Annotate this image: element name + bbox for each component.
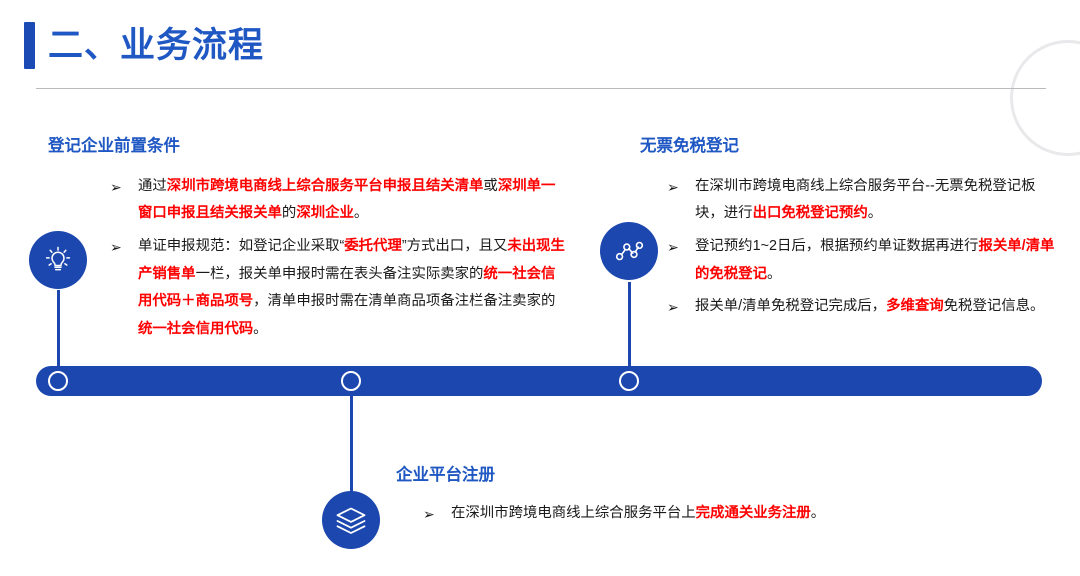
bullet-arrow-icon: ➢ bbox=[667, 178, 679, 195]
connector-stem-2 bbox=[350, 392, 353, 500]
bullet-arrow-icon: ➢ bbox=[110, 178, 122, 195]
timeline-node-2[interactable] bbox=[341, 371, 361, 391]
bullet-arrow-icon: ➢ bbox=[110, 239, 122, 256]
title-divider bbox=[36, 88, 1046, 89]
bullet-text: 单证申报规范：如登记企业采取“委托代理”方式出口，且又未出现生产销售单一栏，报关… bbox=[138, 238, 565, 338]
page-title-text: 二、业务流程 bbox=[48, 26, 265, 65]
bullet-list-right: ➢在深圳市跨境电商线上综合服务平台--无票免税登记板块，进行出口免税登记预约。➢… bbox=[667, 173, 1060, 321]
block-heading-left: 登记企业前置条件 bbox=[48, 137, 180, 155]
bullet-text: 在深圳市跨境电商线上综合服务平台上完成通关业务注册。 bbox=[451, 504, 826, 521]
bullet-text: 通过深圳市跨境电商线上综合服务平台申报且结关清单或深圳单一窗口申报且结关报关单的… bbox=[138, 177, 556, 222]
timeline-node-1[interactable] bbox=[48, 371, 68, 391]
timeline-bar bbox=[36, 366, 1042, 396]
bullet-list-left: ➢ 通过深圳市跨境电商线上综合服务平台申报且结关清单或深圳单一窗口申报且结关报关单… bbox=[110, 173, 568, 344]
bullet-item: ➢ 通过深圳市跨境电商线上综合服务平台申报且结关清单或深圳单一窗口申报且结关报关单… bbox=[110, 173, 568, 228]
network-nodes-icon-badge bbox=[600, 222, 658, 280]
bullet-item: ➢ 登记预约1~2日后，根据预约单证数据再进行报关单/清单的免税登记。 bbox=[667, 233, 1060, 288]
timeline-node-3[interactable] bbox=[619, 371, 639, 391]
bullet-item: ➢ 在深圳市跨境电商线上综合服务平台上完成通关业务注册。 bbox=[423, 500, 953, 528]
bullet-arrow-icon: ➢ bbox=[423, 505, 435, 522]
bullet-text: 报关单/清单免税登记完成后，多维查询免税登记信息。 bbox=[695, 298, 1045, 315]
block-platform-registration: 企业平台注册 ➢ 在深圳市跨境电商线上综合服务平台上完成通关业务注册。 bbox=[396, 466, 956, 532]
page-title: 二、业务流程 bbox=[24, 22, 264, 69]
block-heading-bottom: 企业平台注册 bbox=[396, 466, 495, 484]
bullet-list-bottom: ➢ 在深圳市跨境电商线上综合服务平台上完成通关业务注册。 bbox=[423, 500, 953, 528]
layers-stack-icon-badge bbox=[322, 491, 380, 549]
lightbulb-icon bbox=[41, 243, 75, 277]
network-nodes-icon bbox=[612, 234, 646, 268]
connector-stem-3 bbox=[628, 282, 631, 370]
bullet-item: ➢ 单证申报规范：如登记企业采取“委托代理”方式出口，且又未出现生产销售单一栏，报… bbox=[110, 233, 568, 344]
bullet-text: 登记预约1~2日后，根据预约单证数据再进行报关单/清单的免税登记。 bbox=[695, 238, 1055, 282]
bullet-arrow-icon: ➢ bbox=[667, 299, 679, 316]
connector-stem-1 bbox=[57, 290, 60, 370]
lightbulb-icon-badge bbox=[29, 231, 87, 289]
bullet-item: ➢ 在深圳市跨境电商线上综合服务平台--无票免税登记板块，进行出口免税登记预约。 bbox=[667, 173, 1060, 228]
bullet-text: 在深圳市跨境电商线上综合服务平台--无票免税登记板块，进行出口免税登记预约。 bbox=[695, 177, 1036, 222]
block-heading-right: 无票免税登记 bbox=[640, 137, 739, 155]
block-tax-free-registration: 无票免税登记 ➢ 在深圳市跨境电商线上综合服务平台--无票免税登记板块，进行出口免… bbox=[640, 137, 1060, 326]
title-accent-bar bbox=[24, 22, 35, 69]
bullet-item: ➢ 报关单/清单免税登记完成后，多维查询免税登记信息。 bbox=[667, 293, 1060, 321]
block-registration-prerequisites: 登记企业前置条件 ➢ 通过深圳市跨境电商线上综合服务平台申报且结关清单或深圳单一窗… bbox=[48, 137, 568, 349]
bullet-arrow-icon: ➢ bbox=[667, 239, 679, 256]
layers-stack-icon bbox=[333, 502, 369, 538]
